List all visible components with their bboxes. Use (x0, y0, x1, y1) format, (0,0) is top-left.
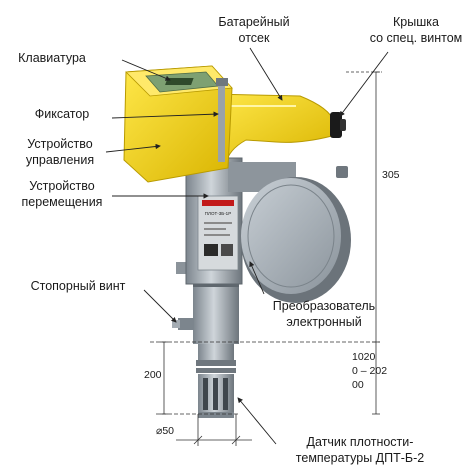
label-control-line1: Устройство (27, 137, 92, 151)
plate-model: ПЛОТ-3Б-1Р (205, 211, 231, 216)
dim-height-305: 305 (382, 169, 400, 181)
density-temperature-sensor (196, 342, 236, 418)
dim-range-line2: 0 – 202 (352, 365, 387, 377)
dimension-lines (150, 71, 382, 446)
label-sensor-line1: Датчик плотности- (307, 435, 414, 449)
probe-tube (193, 282, 239, 344)
label-control-line2: управления (26, 153, 94, 167)
label-cover-line1: Крышка (393, 15, 439, 29)
dim-range-line3: 00 (352, 379, 364, 391)
dimension-labels: 305 1020 0 – 202 00 200 ⌀50 (144, 169, 400, 437)
moving-device: ПЛОТ-3Б-1Р (185, 157, 243, 285)
keypad (145, 71, 219, 93)
dim-probe-200: 200 (144, 369, 162, 381)
battery-compartment (209, 93, 335, 165)
dim-range-line1: 1020 (352, 351, 376, 363)
label-battery-line1: Батарейный (218, 15, 289, 29)
label-cover-line2: со спец. винтом (370, 31, 463, 45)
device: ПЛОТ-3Б-1Р (123, 65, 351, 418)
label-move-line2: перемещения (22, 195, 103, 209)
label-latch: Фиксатор (35, 107, 90, 121)
electronic-converter (228, 162, 351, 303)
latch (216, 78, 228, 162)
label-sensor-line2: температуры ДПТ-Б-2 (296, 451, 424, 465)
label-keyboard: Клавиатура (18, 51, 86, 65)
dim-diameter-50: ⌀50 (156, 425, 174, 437)
stop-screw (172, 262, 194, 330)
label-stop-screw: Стопорный винт (31, 279, 126, 293)
label-converter-line1: Преобразователь (273, 299, 375, 313)
special-screw-cover (330, 112, 346, 138)
label-move-line1: Устройство (29, 179, 94, 193)
callout-labels: Батарейный отсек Крышка со спец. винтом … (18, 15, 462, 465)
label-converter-line2: электронный (286, 315, 361, 329)
leader-lines (105, 47, 389, 445)
label-battery-line2: отсек (239, 31, 270, 45)
